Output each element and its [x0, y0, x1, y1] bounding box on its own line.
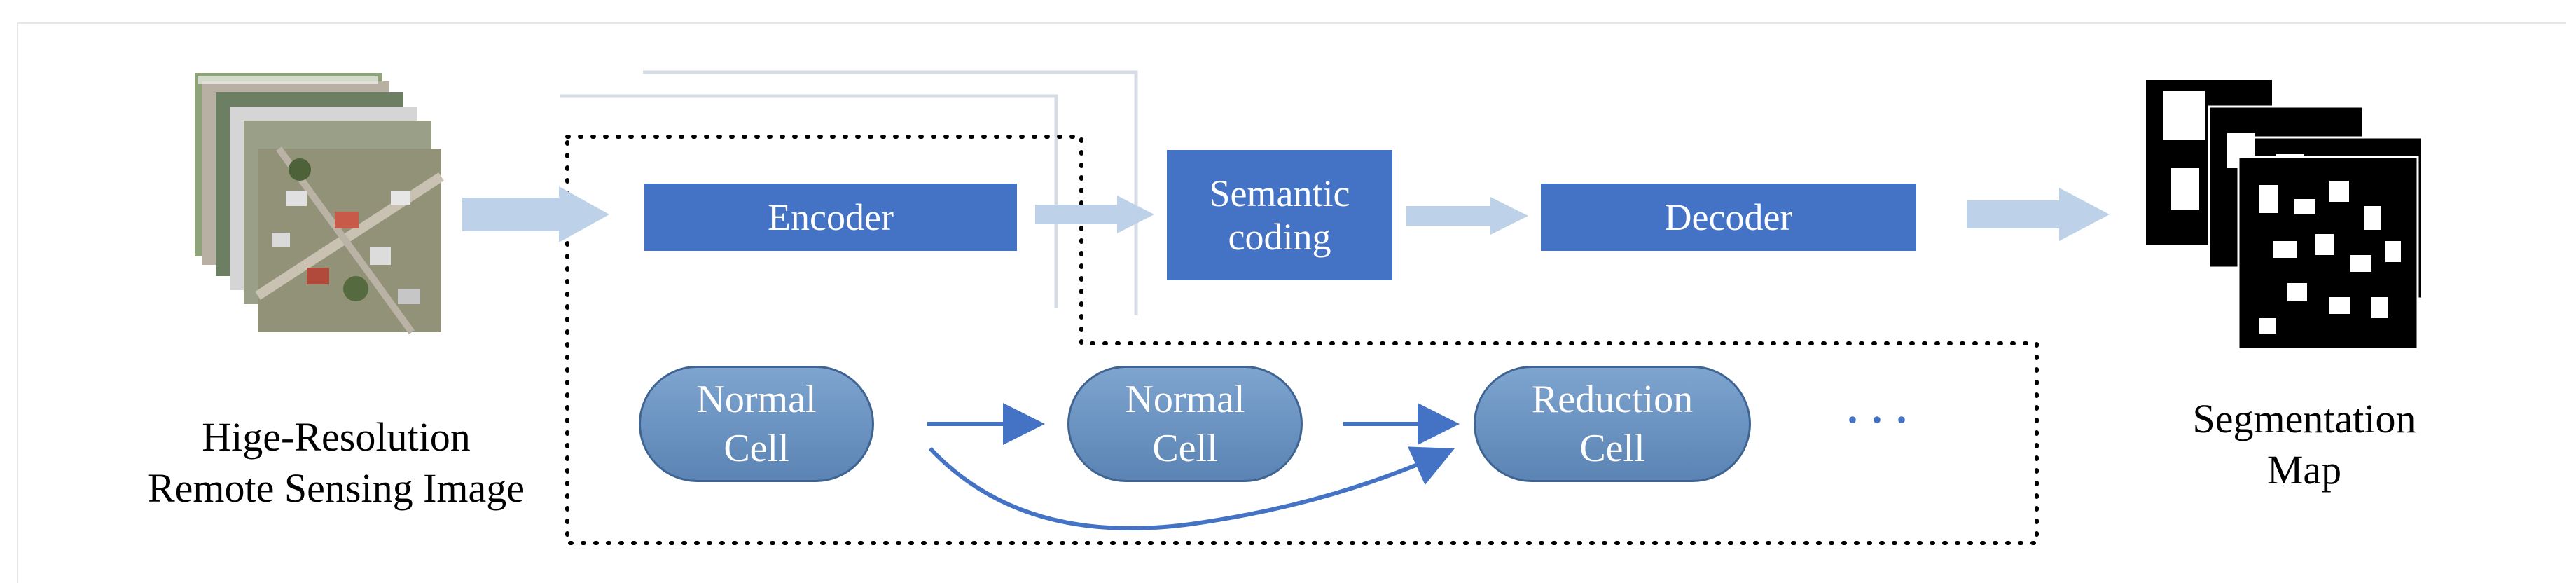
arrow-encoder-to-semantic [1035, 196, 1154, 233]
normal-cell-1: Normal Cell [639, 366, 874, 482]
encoder-box: Encoder [644, 184, 1017, 251]
input-caption: Hige-Resolution Remote Sensing Image [84, 412, 588, 514]
arrow-semantic-to-decoder [1406, 197, 1528, 235]
cell-2-line-1: Normal [1125, 378, 1245, 421]
decoder-box: Decoder [1541, 184, 1916, 251]
normal-cell-2: Normal Cell [1067, 366, 1303, 482]
skip-line-inner [560, 94, 1058, 308]
cell-1-line-2: Cell [723, 427, 789, 470]
cell-3-line-2: Cell [1579, 427, 1645, 470]
semantic-label-line-1: Semantic [1209, 172, 1350, 214]
decoder-label: Decoder [1664, 196, 1793, 238]
flow-arrows [462, 186, 2110, 242]
more-cells-ellipsis: · · · [1821, 394, 1933, 446]
semantic-coding-box: Semantic coding [1167, 150, 1392, 280]
cell-arrows [927, 403, 1460, 530]
diagram-frame [17, 22, 2566, 583]
semantic-label-line-2: coding [1228, 216, 1331, 258]
segmentation-map-stack-icon [2146, 80, 2423, 350]
skip-line-outer [643, 70, 1138, 315]
cell-1-line-1: Normal [696, 378, 817, 421]
reduction-cell: Reduction Cell [1474, 366, 1751, 482]
input-image-stack-icon [195, 73, 444, 334]
output-caption: Segmentation Map [2129, 394, 2479, 495]
skip-connection-lines [560, 70, 1138, 315]
input-caption-line-2: Remote Sensing Image [147, 465, 525, 511]
encoder-label: Encoder [768, 196, 894, 238]
input-caption-line-1: Hige-Resolution [202, 414, 471, 460]
arrow-cell1-to-cell3-skip [928, 446, 1455, 530]
search-space-region [565, 135, 2039, 545]
cell-2-line-2: Cell [1152, 427, 1218, 470]
output-caption-line-2: Map [2266, 446, 2342, 493]
cell-3-line-1: Reduction [1531, 378, 1694, 421]
arrow-decoder-to-output [1967, 188, 2110, 241]
ellipsis-text: · · · [1845, 397, 1909, 443]
output-caption-line-1: Segmentation [2192, 396, 2416, 441]
arrow-input-to-encoder [462, 186, 609, 242]
